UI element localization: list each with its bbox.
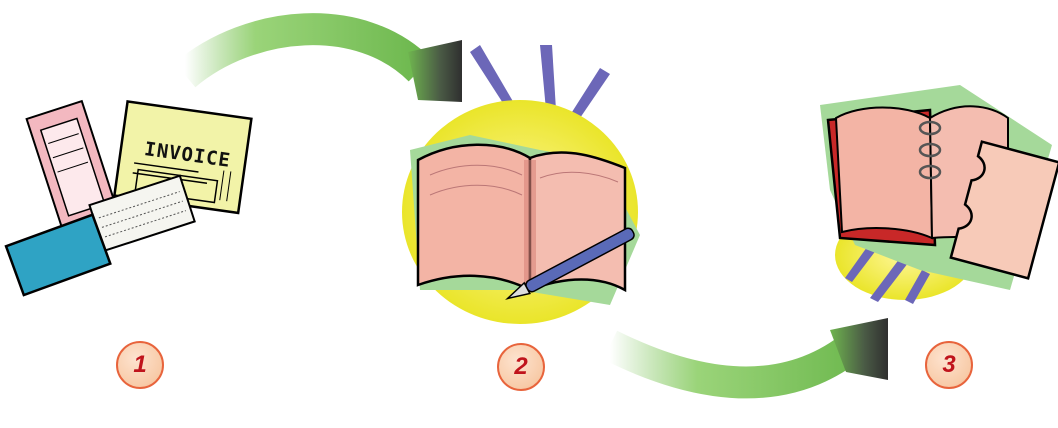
step-1-number: 1 (133, 353, 146, 377)
step-3-badge: 3 (925, 341, 973, 389)
ledger-binder-icon (820, 85, 1058, 304)
arrow-2-to-3 (610, 318, 888, 382)
arrow-1-to-2 (185, 29, 462, 102)
step-3-number: 3 (942, 353, 955, 377)
step-2-number: 2 (514, 355, 527, 379)
invoice-documents-icon (6, 101, 251, 295)
step-1-badge: 1 (116, 341, 164, 389)
step-2-badge: 2 (497, 343, 545, 391)
